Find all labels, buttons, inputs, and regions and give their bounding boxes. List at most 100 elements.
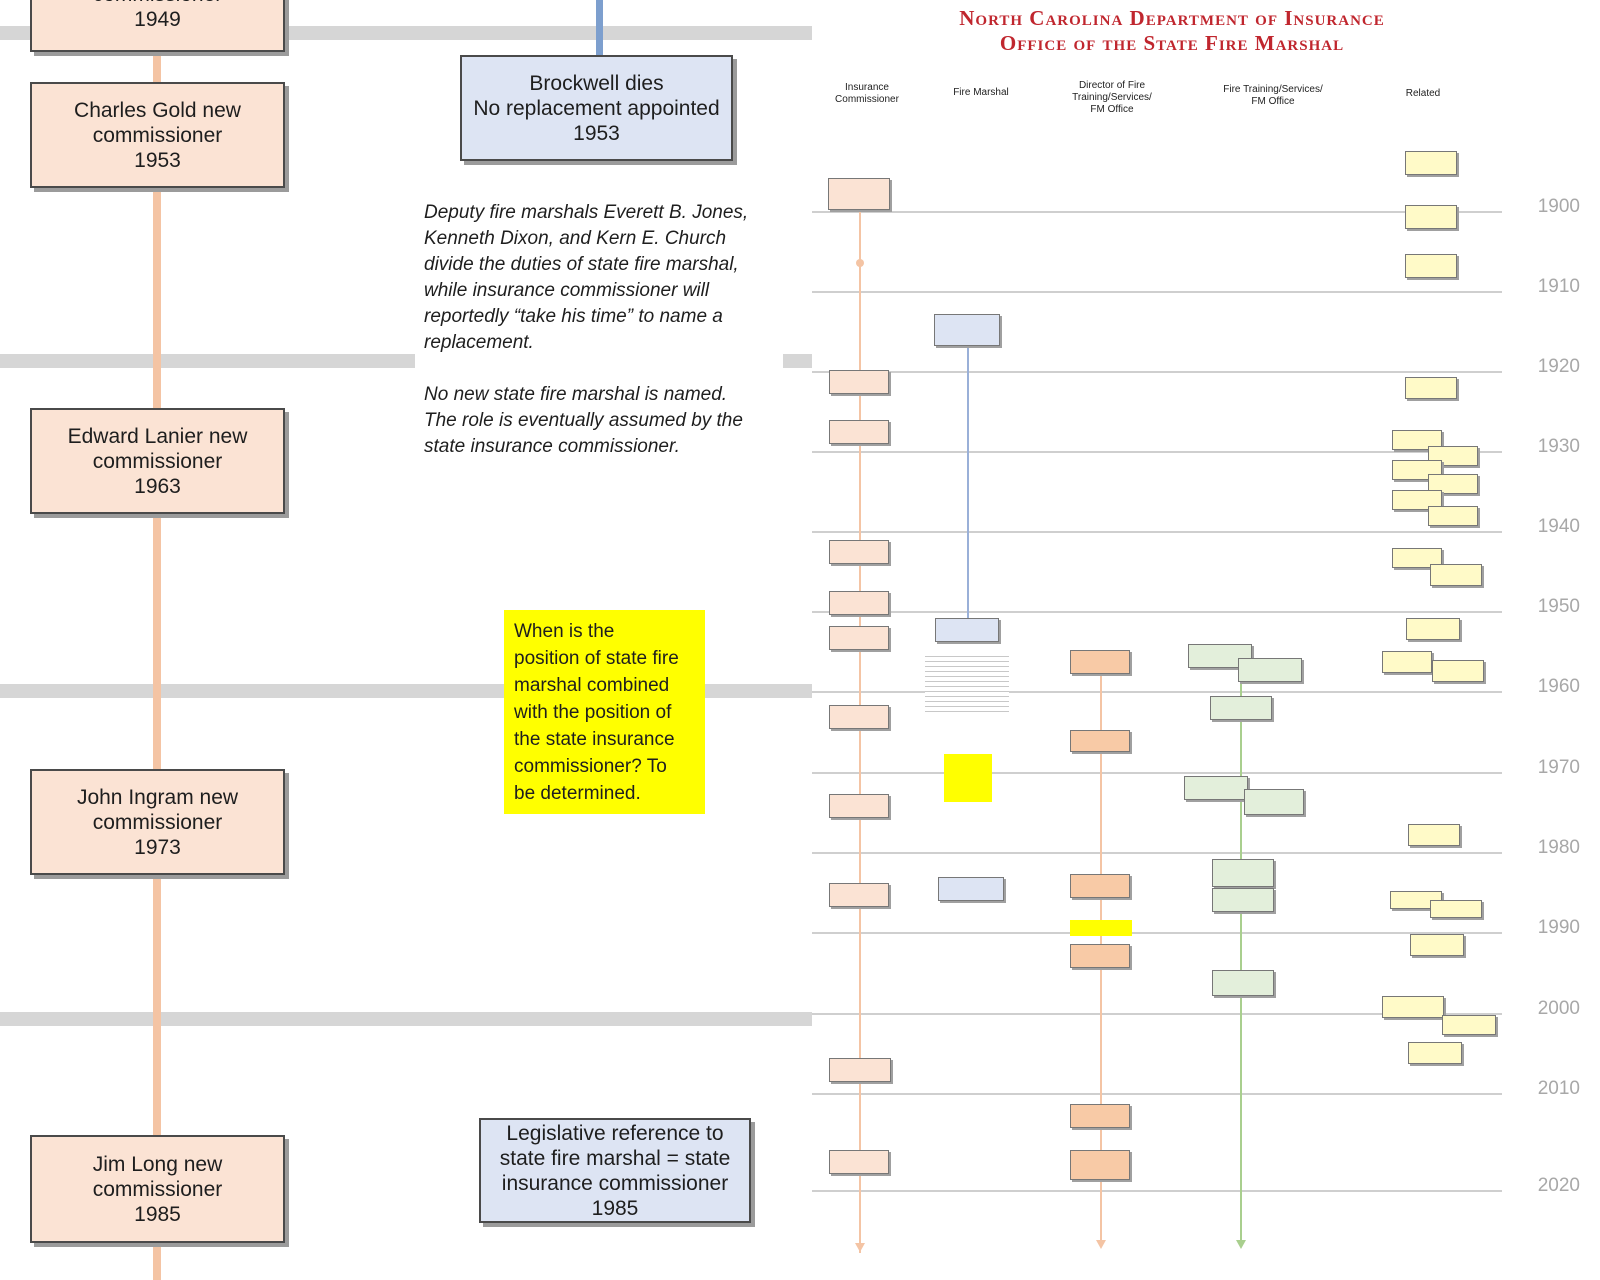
decade-line-1950 bbox=[812, 611, 1502, 613]
note-line: Deputy fire marshals Everett B. Jones, bbox=[424, 202, 749, 223]
mini-commissioner-box bbox=[829, 420, 889, 444]
event-year: 1953 bbox=[573, 121, 620, 145]
column-header-related: Related bbox=[1368, 88, 1478, 100]
note-line: while insurance commissioner will bbox=[424, 280, 710, 301]
year-label-2000: 2000 bbox=[1537, 998, 1580, 1019]
mini-brockwell-box bbox=[935, 618, 999, 642]
mini-training-box bbox=[1184, 776, 1248, 800]
chart-title-line2: Office of the State Fire Marshal bbox=[999, 31, 1345, 55]
year-label-2010: 2010 bbox=[1537, 1078, 1580, 1099]
director-arrow-down bbox=[1096, 1240, 1106, 1249]
decade-line-1980 bbox=[812, 852, 1502, 854]
decade-line-1900 bbox=[812, 211, 1502, 213]
mini-related-box bbox=[1430, 900, 1482, 918]
mini-related-box bbox=[1410, 934, 1464, 956]
training-timeline-full bbox=[1240, 670, 1242, 1245]
commissioner-label: commissioner bbox=[92, 810, 223, 834]
mini-director-question bbox=[1070, 920, 1132, 936]
mini-related-box bbox=[1408, 824, 1460, 846]
mini-commissioner-box bbox=[829, 626, 889, 650]
decade-line-1990 bbox=[812, 932, 1502, 934]
year-label-1910: 1910 bbox=[1537, 276, 1580, 297]
year-label-1970: 1970 bbox=[1537, 757, 1580, 778]
column-header-fire-marshal: Fire Marshal bbox=[926, 87, 1036, 99]
fire-marshal-timeline bbox=[596, 0, 603, 56]
question-line: be determined. bbox=[514, 783, 641, 804]
commissioner-year: 1949 bbox=[134, 8, 181, 31]
mini-related-box bbox=[1382, 996, 1444, 1018]
commissioner-name: Jim Long new bbox=[92, 1152, 223, 1176]
decade-line-1930 bbox=[812, 451, 1502, 453]
commissioner-box-1985: Jim Long new commissioner 1985 bbox=[30, 1135, 285, 1243]
mini-related-box bbox=[1442, 1015, 1496, 1035]
commissioner-timeline bbox=[153, 0, 161, 1280]
gridline-1960 bbox=[0, 354, 415, 368]
commissioner-name: John Ingram new bbox=[76, 785, 239, 809]
commissioner-label: commissioner bbox=[92, 449, 223, 473]
question-line: with the position of bbox=[514, 702, 672, 723]
mini-commissioner-box bbox=[829, 1058, 891, 1082]
header-line: FM Office bbox=[1251, 96, 1295, 107]
column-header-fire-training: Fire Training/Services/ FM Office bbox=[1208, 84, 1338, 108]
mini-commissioner-box bbox=[829, 591, 889, 615]
note-line: Kenneth Dixon, and Kern E. Church bbox=[424, 228, 727, 249]
mini-related-box bbox=[1392, 490, 1442, 510]
header-line: Commissioner bbox=[835, 94, 899, 105]
event-title: Brockwell dies bbox=[529, 71, 664, 95]
training-arrow-down bbox=[1236, 1240, 1246, 1249]
commissioner-year: 1985 bbox=[134, 1202, 181, 1226]
mini-related-box bbox=[1432, 660, 1484, 682]
commissioner-arrow-down bbox=[855, 1243, 865, 1252]
mini-training-box bbox=[1210, 696, 1272, 720]
decade-line-2020 bbox=[812, 1190, 1502, 1192]
commissioner-year: 1973 bbox=[134, 835, 181, 859]
mini-related-box bbox=[1405, 377, 1457, 399]
header-line: FM Office bbox=[1090, 104, 1134, 115]
chart-title-line1: North Carolina Department of Insurance bbox=[959, 6, 1385, 30]
mini-director-box bbox=[1070, 1104, 1130, 1128]
mini-related-box bbox=[1428, 506, 1478, 526]
decade-line-1960 bbox=[812, 691, 1502, 693]
year-label-1900: 1900 bbox=[1537, 196, 1580, 217]
commissioner-label: commissioner bbox=[93, 0, 223, 7]
commissioner-name: Charles Gold new bbox=[74, 98, 241, 122]
commissioner-year: 1953 bbox=[134, 148, 181, 172]
commissioner-box-1949: commissioner 1949 bbox=[30, 0, 285, 52]
mini-commissioner-box bbox=[829, 794, 889, 818]
mini-training-box bbox=[1212, 888, 1274, 912]
mini-director-box bbox=[1070, 1150, 1130, 1180]
gridline-1960-right bbox=[783, 354, 812, 368]
zoomed-timeline-detail: commissioner 1949 Charles Gold new commi… bbox=[0, 0, 812, 1280]
commissioner-name: Edward Lanier new bbox=[67, 424, 248, 448]
decade-line-1970 bbox=[812, 772, 1502, 774]
mini-related-box bbox=[1408, 1042, 1462, 1064]
mini-director-box bbox=[1070, 944, 1130, 968]
mini-training-box bbox=[1212, 859, 1274, 887]
mini-related-box bbox=[1405, 205, 1457, 229]
mini-training-box bbox=[1244, 789, 1304, 815]
timeline-start-dot bbox=[856, 259, 864, 267]
year-label-1980: 1980 bbox=[1537, 837, 1580, 858]
note-line: replacement. bbox=[424, 332, 534, 353]
commissioner-label: commissioner bbox=[92, 123, 223, 147]
mini-training-box bbox=[1212, 970, 1274, 996]
commissioner-timeline-full bbox=[859, 205, 861, 1253]
mini-related-box bbox=[1392, 430, 1442, 450]
mini-related-box bbox=[1405, 254, 1457, 278]
event-year: 1985 bbox=[591, 1196, 639, 1220]
header-line: Fire Marshal bbox=[953, 87, 1009, 98]
legislative-reference-box: Legislative reference to state fire mars… bbox=[479, 1118, 751, 1223]
note-line: No new state fire marshal is named. bbox=[424, 384, 728, 405]
event-line: state fire marshal = state bbox=[499, 1146, 731, 1170]
fire-marshal-timeline-full bbox=[967, 345, 969, 620]
note-line: divide the duties of state fire marshal, bbox=[424, 254, 739, 275]
header-line: Related bbox=[1405, 88, 1441, 99]
column-header-director: Director of Fire Training/Services/ FM O… bbox=[1057, 80, 1167, 116]
mini-legislative-box bbox=[938, 877, 1004, 901]
mini-related-box bbox=[1382, 651, 1432, 673]
commissioner-box-1963: Edward Lanier new commissioner 1963 bbox=[30, 408, 285, 514]
mini-commissioner-box bbox=[829, 1150, 889, 1174]
commissioner-year: 1963 bbox=[134, 474, 181, 498]
year-label-1990: 1990 bbox=[1537, 917, 1580, 938]
question-note: When is the position of state fire marsh… bbox=[504, 610, 705, 814]
